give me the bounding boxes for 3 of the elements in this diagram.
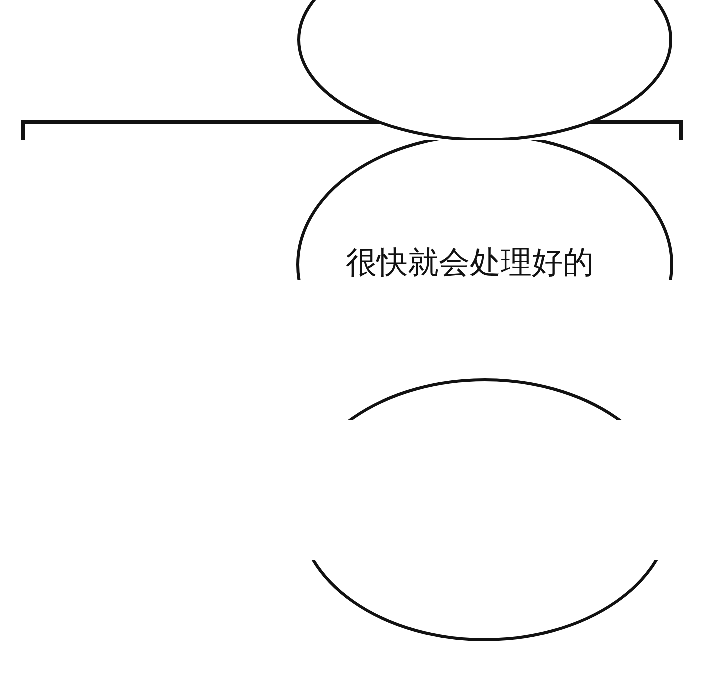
speech-bubble (296, 0, 674, 143)
speech-bubble (296, 140, 674, 280)
speech-text: 很快就会处理好的 (346, 244, 594, 283)
